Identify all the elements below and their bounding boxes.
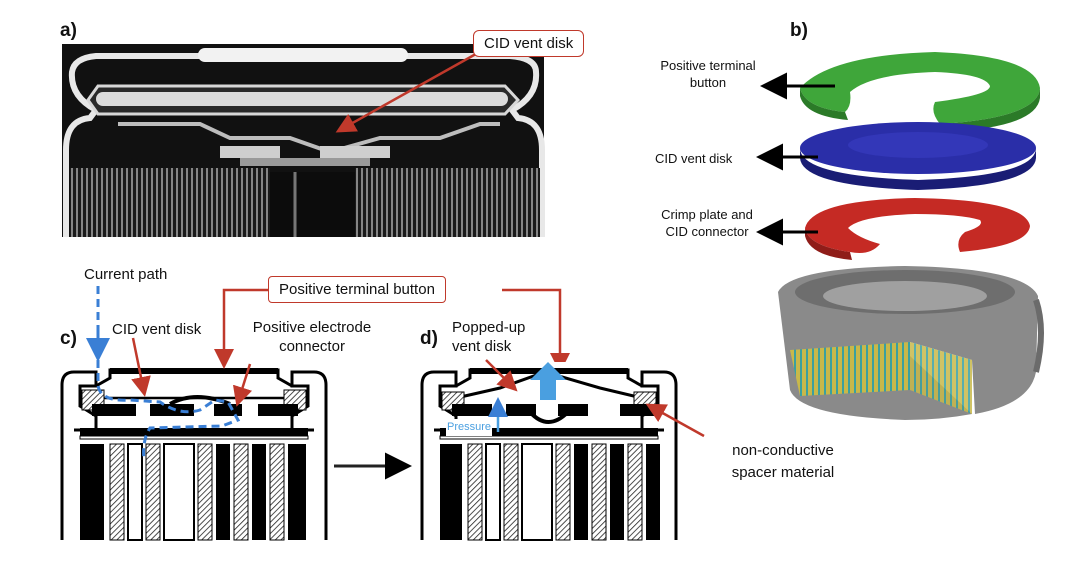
panel-label-c: c) bbox=[60, 328, 77, 349]
panel-a-xray-image bbox=[62, 44, 545, 237]
positive-terminal-button-callout: Positive terminal button bbox=[268, 276, 446, 303]
current-path-line bbox=[96, 286, 241, 461]
electrode-connector-arrow bbox=[232, 363, 253, 407]
popped-disk-label: Popped-up vent disk bbox=[452, 319, 526, 355]
pressure-label: Pressure bbox=[446, 419, 493, 436]
crimp-plate-label-b: Crimp plate and CID connector bbox=[661, 207, 753, 239]
terminal-callout-line-c bbox=[214, 288, 268, 369]
terminal-callout-line-d bbox=[502, 288, 570, 373]
popped-up-arrow-icon bbox=[530, 362, 566, 400]
electrode-connector-label: Positive electrode connector bbox=[252, 319, 372, 355]
current-path-label: Current path bbox=[84, 266, 168, 283]
vent-disk-label-b: CID vent disk bbox=[655, 151, 733, 166]
cid-vent-disk-callout-a: CID vent disk bbox=[473, 30, 585, 57]
terminal-button-label-b: Positive terminal button bbox=[660, 58, 756, 90]
cid-vent-disk-label-c: CID vent disk bbox=[112, 321, 202, 338]
panel-a-callout-line bbox=[335, 48, 484, 133]
panel-label-a: a) bbox=[60, 20, 77, 41]
spacer-arrow bbox=[645, 403, 705, 438]
panel-b-housing-cutaway bbox=[778, 266, 1044, 420]
panel-label-b: b) bbox=[790, 20, 808, 41]
panel-d-schematic bbox=[418, 362, 678, 541]
panel-b-terminal-button-part bbox=[800, 52, 1040, 132]
panel-b-vent-disk-part bbox=[800, 122, 1036, 190]
panel-label-d: d) bbox=[420, 328, 438, 349]
panel-c-schematic bbox=[58, 362, 330, 541]
vent-disk-arrow-c bbox=[131, 337, 151, 397]
spacer-material-label: non-conductive spacer material bbox=[731, 442, 835, 481]
popped-disk-arrow bbox=[485, 359, 518, 392]
panel-b-crimp-plate-part bbox=[805, 198, 1030, 260]
